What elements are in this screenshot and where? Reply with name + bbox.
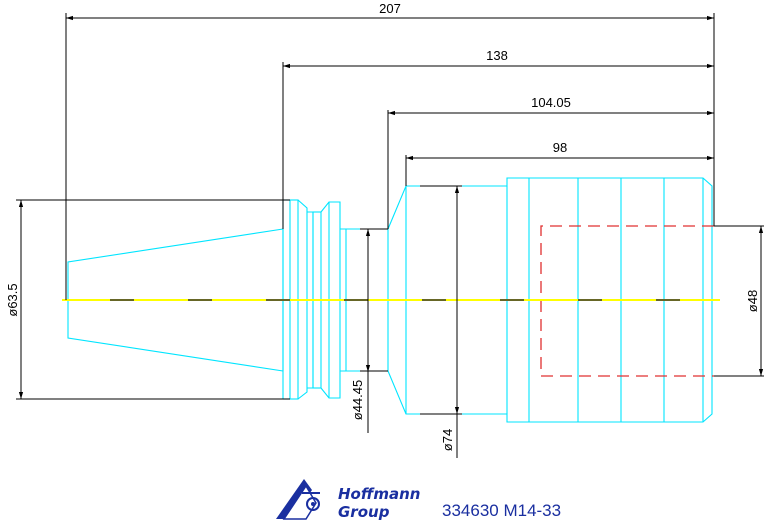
extension-lines: [16, 13, 764, 415]
dim-label-dia-flange: ø63.5: [5, 283, 20, 316]
dim-label-dia-body: ø74: [440, 429, 455, 451]
dim-label-98: 98: [553, 140, 567, 155]
brand-name-line2: Group: [338, 503, 390, 521]
dim-label-dia-bore: ø48: [745, 290, 760, 312]
dim-label-dia-neck: ø44.45: [350, 380, 365, 420]
dim-label-207: 207: [379, 1, 401, 16]
part-number: 334630 M14-33: [442, 501, 561, 520]
brand-logo: Hoffmann Group: [276, 479, 420, 521]
dim-label-104: 104.05: [531, 95, 571, 110]
brand-name-line1: Hoffmann: [338, 485, 420, 503]
logo-figure-icon: [276, 479, 320, 520]
dim-label-138: 138: [486, 48, 508, 63]
